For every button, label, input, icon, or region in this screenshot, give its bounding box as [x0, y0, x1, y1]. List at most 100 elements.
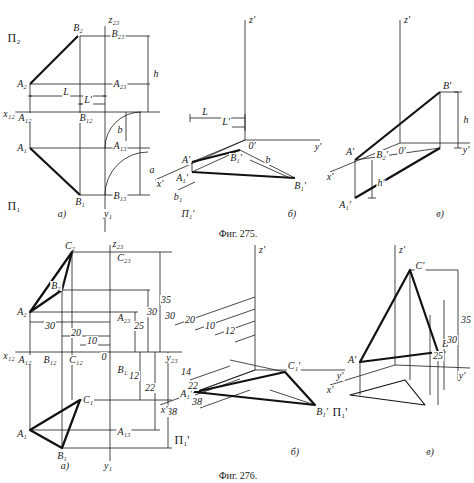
point-label: b: [117, 125, 124, 135]
point-label: y₁: [103, 461, 113, 471]
point-label: y': [458, 371, 467, 381]
point-label: A₁₂: [17, 355, 32, 365]
point-label: B₁₃: [112, 191, 127, 201]
point-label: 25: [133, 321, 145, 331]
point-label: 10: [204, 321, 216, 331]
point-label: a: [149, 165, 156, 175]
projection-line: [30, 252, 172, 448]
point-label: z': [258, 245, 266, 255]
point-label: 14: [180, 367, 192, 377]
point-label: A₂₃: [116, 313, 131, 323]
point-label: A₂: [16, 307, 28, 317]
projection-line: [192, 140, 295, 178]
point-label: C₁₂: [68, 355, 84, 365]
axis-line: [330, 20, 470, 172]
point-label: z₂₃: [108, 15, 121, 25]
point-label: A₂: [16, 79, 28, 89]
point-label: L: [201, 107, 209, 117]
triangle: [30, 400, 80, 448]
point-label: y': [462, 145, 471, 155]
point-label: b₁: [173, 192, 183, 202]
point-label: a): [60, 461, 70, 471]
line-segment: [192, 172, 295, 178]
projection-line: [355, 92, 458, 198]
point-label: 30: [44, 321, 56, 331]
axis-line: [160, 245, 345, 405]
point-label: 12: [224, 326, 236, 336]
point-label: h: [463, 115, 470, 125]
point-label: x₁₂: [2, 351, 15, 361]
dimension-line: [368, 92, 462, 198]
point-label: A₁: [16, 429, 28, 439]
line-segment: [355, 92, 440, 160]
point-label: B₂': [375, 150, 389, 160]
point-label: x': [156, 179, 165, 189]
point-label: B': [442, 81, 452, 91]
point-label: z': [248, 15, 256, 25]
point-label: B₂: [50, 281, 62, 291]
point-label: 10: [86, 336, 98, 346]
point-label: 35: [160, 295, 172, 305]
point-label: y₂₃: [165, 353, 178, 363]
point-label: A₁: [16, 143, 28, 153]
point-label: A₂₃: [112, 79, 127, 89]
point-label: h: [153, 69, 160, 79]
point-label: B₁: [74, 197, 86, 207]
point-label: x': [326, 172, 335, 182]
point-label: б): [287, 209, 297, 219]
point-label: A₁₃: [116, 427, 131, 437]
point-label: A': [181, 155, 191, 165]
point-label: 0': [247, 141, 256, 151]
point-label: B₁': [315, 407, 329, 417]
point-label: б): [290, 447, 300, 457]
point-label: B₁: [56, 451, 68, 461]
line-segment: [30, 148, 80, 195]
point-label: 30: [446, 335, 458, 345]
point-label: C₁': [287, 361, 301, 371]
point-label: B₂: [72, 23, 84, 33]
point-label: B₁': [293, 181, 307, 191]
line-segment: [30, 36, 78, 84]
point-label: a): [57, 209, 67, 219]
point-label: B₂₃: [110, 29, 125, 39]
point-label: 12: [128, 371, 140, 381]
point-label: B₁₂: [42, 355, 57, 365]
axis-line: [155, 20, 320, 180]
point-label: z': [398, 245, 406, 255]
point-label: П₁': [181, 209, 196, 219]
point-label: A': [347, 355, 357, 365]
projection-line: [195, 360, 315, 405]
point-label: 25: [432, 351, 444, 361]
figure-caption: Фиг. 275.: [218, 229, 259, 239]
dimension-line: [175, 297, 255, 408]
point-label: B₁': [229, 153, 243, 163]
transfer-arc: [105, 112, 148, 195]
point-label: C₂₃: [116, 253, 132, 263]
point-label: 38: [191, 397, 203, 407]
point-label: 0: [101, 352, 108, 362]
point-label: П₁': [173, 434, 190, 446]
point-label: C₁: [82, 395, 94, 405]
axis-line: [330, 245, 470, 385]
point-label: C₂: [64, 241, 76, 251]
point-label: 35: [460, 315, 472, 325]
point-label: в): [425, 447, 435, 457]
figure-caption: Фиг. 276.: [218, 471, 259, 481]
point-label: 22: [187, 381, 199, 391]
point-label: 20: [70, 328, 82, 338]
point-label: b: [265, 155, 272, 165]
triangle: [350, 380, 425, 405]
point-label: L: [62, 87, 70, 97]
triangle: [195, 372, 315, 405]
point-label: B₁₂: [78, 113, 93, 123]
point-label: П₁': [331, 406, 348, 418]
point-label: C': [415, 261, 426, 271]
point-label: 20: [184, 315, 196, 325]
point-label: 30: [146, 307, 158, 317]
point-label: L': [83, 95, 93, 105]
point-label: x': [160, 405, 169, 415]
point-label: z': [403, 15, 411, 25]
point-label: П₁: [7, 200, 22, 212]
projection-line: [30, 36, 150, 195]
point-label: A₁₃: [112, 141, 127, 151]
